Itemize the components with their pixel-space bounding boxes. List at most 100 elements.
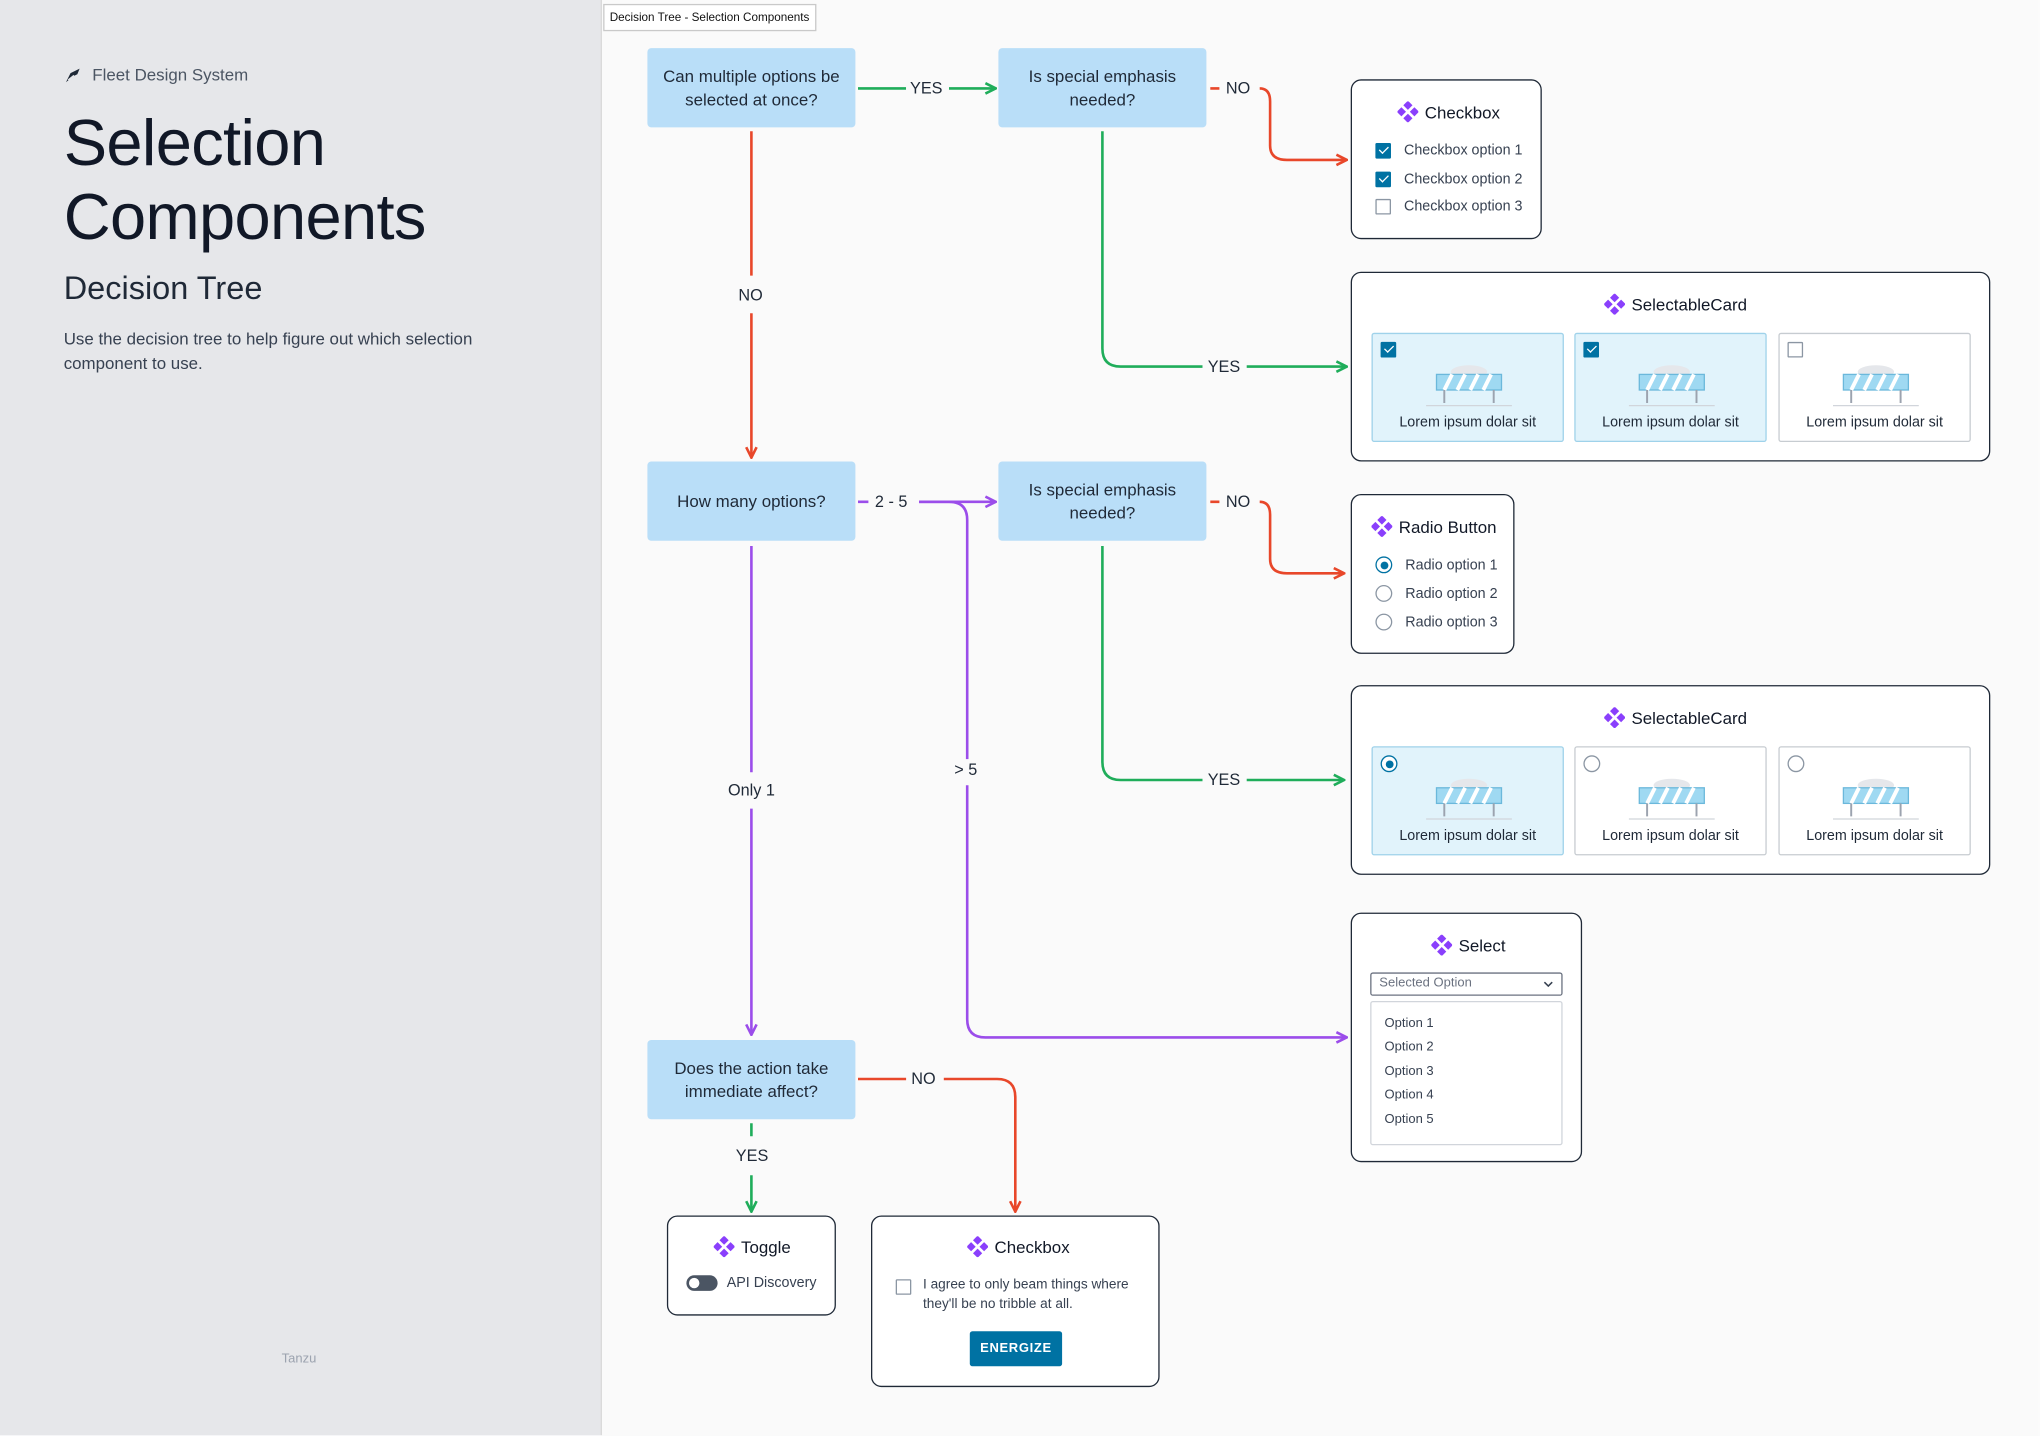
barrier-illustration-icon: [1628, 778, 1715, 820]
question-immediate-affect: Does the action take immediate affect?: [647, 1040, 856, 1120]
select-option[interactable]: Option 3: [1384, 1064, 1434, 1079]
edge-q2-yes: [1101, 131, 1346, 366]
question-text: Is special emphasis needed?: [1028, 479, 1177, 522]
edge-label-q4-yes: YES: [1203, 769, 1245, 791]
component-diamond-icon: [713, 1236, 735, 1258]
card-title-text: Toggle: [741, 1236, 791, 1257]
edge-q2-no: [1210, 87, 1347, 160]
radio-label: Radio option 2: [1405, 585, 1498, 602]
component-card-checkbox: Checkbox Checkbox option 1 Checkbox opti…: [1350, 79, 1542, 240]
checkbox-label: Checkbox option 1: [1404, 143, 1523, 159]
card-title: SelectableCard: [1604, 293, 1748, 315]
question-how-many-options: How many options?: [647, 461, 856, 541]
component-diamond-icon: [967, 1236, 988, 1258]
radio-checked[interactable]: [1375, 556, 1393, 574]
checkbox-label: Checkbox option 2: [1404, 171, 1523, 188]
agree-checkbox[interactable]: [895, 1279, 912, 1295]
component-card-select: Select Selected Option Option 1 Option 2…: [1350, 912, 1583, 1163]
selectable-card[interactable]: Lorem ipsum dolar sit: [1574, 332, 1767, 442]
fleet-logo-icon: [65, 67, 80, 82]
checkbox-option[interactable]: Checkbox option 3: [1375, 198, 1523, 215]
selectable-card[interactable]: Lorem ipsum dolar sit: [1371, 332, 1564, 442]
edge-label-q3-only: Only 1: [724, 780, 779, 801]
page-description: Use the decision tree to help figure out…: [63, 328, 473, 374]
radio-unchecked[interactable]: [1583, 755, 1601, 773]
select-option[interactable]: Option 1: [1384, 1016, 1434, 1031]
radio-option[interactable]: Radio option 3: [1375, 613, 1498, 631]
selectable-card-label: Lorem ipsum dolar sit: [1806, 828, 1943, 844]
card-title: Toggle: [713, 1236, 791, 1258]
page-title-line-2: Components: [63, 180, 427, 254]
toggle-row[interactable]: API Discovery: [686, 1275, 817, 1291]
checkbox-unchecked[interactable]: [1375, 198, 1391, 215]
brand: Fleet Design System: [64, 65, 249, 85]
checkbox-option[interactable]: Checkbox option 1: [1375, 143, 1522, 159]
edge-label-q5-yes: YES: [731, 1145, 773, 1167]
toggle-switch[interactable]: [686, 1275, 718, 1291]
barrier-illustration-icon: [1426, 365, 1512, 407]
radio-option[interactable]: Radio option 1: [1375, 556, 1498, 574]
card-title-text: Select: [1458, 935, 1506, 955]
edge-q3-more: [919, 500, 1347, 1038]
selectable-card[interactable]: Lorem ipsum dolar sit: [1778, 332, 1971, 442]
radio-unchecked[interactable]: [1375, 613, 1393, 631]
component-diamond-icon: [1371, 516, 1393, 537]
card-title: Radio Button: [1371, 516, 1497, 537]
select-option[interactable]: Option 4: [1384, 1088, 1434, 1103]
radio-option[interactable]: Radio option 2: [1375, 585, 1498, 602]
edge-label-q2-no: NO: [1222, 78, 1255, 99]
card-title-text: SelectableCard: [1631, 294, 1748, 314]
checkbox-option[interactable]: Checkbox option 2: [1375, 171, 1523, 188]
selectable-card[interactable]: Lorem ipsum dolar sit: [1574, 746, 1767, 856]
edge-q5-no: [857, 1077, 1015, 1212]
frame-label[interactable]: Decision Tree - Selection Components: [603, 3, 816, 32]
selectable-card[interactable]: Lorem ipsum dolar sit: [1371, 746, 1564, 856]
barrier-illustration-icon: [1426, 778, 1512, 820]
component-card-selectable-multi: SelectableCard Lorem ipsum dolar sit Lor…: [1350, 271, 1991, 462]
checkbox-unchecked[interactable]: [1787, 341, 1804, 358]
card-title: Checkbox: [1397, 101, 1500, 123]
edge-label-q1-no: NO: [734, 284, 767, 306]
question-text: Is special emphasis needed?: [1028, 65, 1177, 109]
edge-label-q5-no: NO: [907, 1068, 940, 1090]
edge-label-q1-yes: YES: [906, 78, 947, 99]
page-title: Selection Components: [63, 107, 427, 255]
card-title-text: Checkbox: [1424, 102, 1500, 122]
edge-q4-yes: [1101, 545, 1344, 780]
selectable-card[interactable]: Lorem ipsum dolar sit: [1778, 746, 1971, 856]
edge-label-q3-range: 2 - 5: [870, 491, 912, 513]
checkbox-label: Checkbox option 3: [1404, 198, 1523, 215]
select-dropdown[interactable]: Selected Option: [1370, 972, 1563, 996]
checkbox-checked[interactable]: [1380, 341, 1397, 358]
selectable-card-label: Lorem ipsum dolar sit: [1806, 414, 1943, 431]
question-text: Can multiple options be selected at once…: [663, 65, 840, 109]
checkbox-checked[interactable]: [1583, 341, 1599, 358]
question-special-emphasis-multi: Is special emphasis needed?: [998, 48, 1207, 128]
card-title-text: SelectableCard: [1631, 707, 1748, 728]
checkbox-checked[interactable]: [1375, 143, 1391, 159]
radio-label: Radio option 1: [1405, 557, 1498, 573]
card-title: Checkbox: [967, 1236, 1070, 1258]
selectable-card-label: Lorem ipsum dolar sit: [1399, 828, 1537, 844]
barrier-illustration-icon: [1832, 778, 1919, 820]
select-option[interactable]: Option 5: [1384, 1112, 1434, 1128]
radio-unchecked[interactable]: [1787, 755, 1805, 773]
radio-unchecked[interactable]: [1375, 585, 1393, 602]
edge-q4-no: [1210, 500, 1344, 574]
component-card-radio: Radio Button Radio option 1 Radio option…: [1350, 493, 1515, 654]
checkbox-checked[interactable]: [1375, 171, 1391, 188]
select-option[interactable]: Option 2: [1384, 1040, 1434, 1055]
question-multiple-options: Can multiple options be selected at once…: [647, 48, 856, 128]
energize-button[interactable]: ENERGIZE: [969, 1331, 1063, 1367]
component-diamond-icon: [1604, 293, 1625, 315]
edge-label-q3-more: > 5: [950, 759, 982, 780]
sidebar-panel: Fleet Design System Selection Components…: [0, 0, 601, 1436]
agree-label: I agree to only beam things where they'l…: [923, 1275, 1129, 1314]
select-options-list: Option 1 Option 2 Option 3 Option 4 Opti…: [1370, 1000, 1563, 1146]
radio-checked[interactable]: [1380, 755, 1398, 773]
edge-label-q2-yes: YES: [1203, 356, 1245, 377]
component-card-toggle: Toggle API Discovery: [666, 1215, 836, 1316]
radio-label: Radio option 3: [1405, 614, 1498, 630]
card-title: Select: [1431, 934, 1506, 956]
